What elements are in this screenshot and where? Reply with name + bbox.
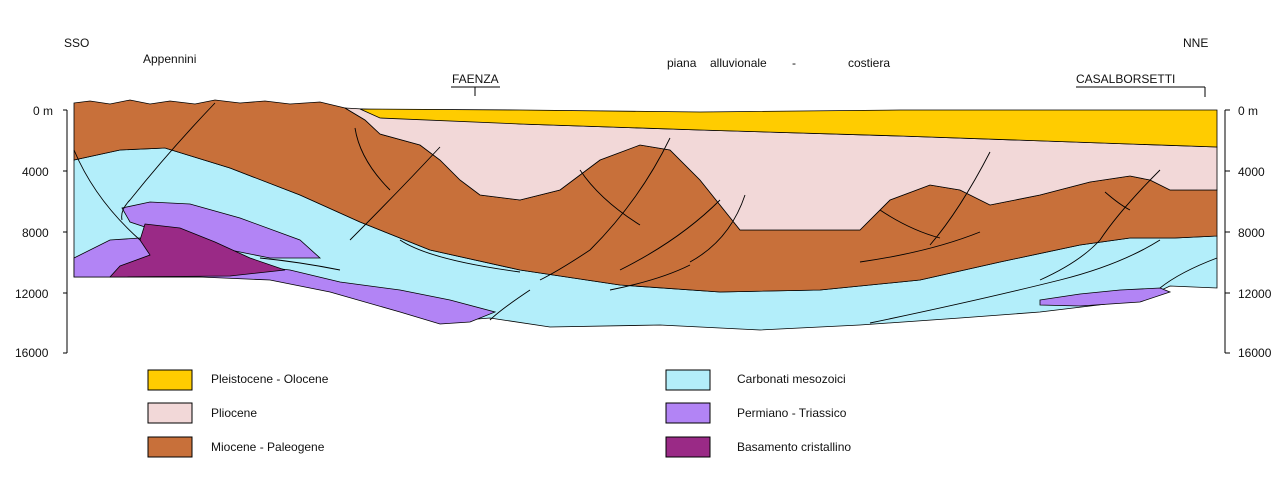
legend-label-basamento-cristallino: Basamento cristallino	[737, 440, 852, 454]
region-center-word-4: costiera	[848, 56, 891, 70]
direction-right-label: NNE	[1183, 36, 1209, 50]
depth-label-right-2: 8000	[1238, 226, 1265, 240]
town-right-label: CASALBORSETTI	[1076, 72, 1176, 86]
direction-left-label: SSO	[64, 36, 90, 50]
depth-label-right-3: 12000	[1238, 287, 1272, 301]
legend-label-pliocene: Pliocene	[211, 406, 258, 420]
legend-label-permiano-triassico: Permiano - Triassico	[737, 406, 847, 420]
legend-swatch-carbonati-mesozoici	[665, 369, 711, 391]
region-center-word-3: -	[792, 56, 796, 70]
legend-swatch-basamento-cristallino	[665, 436, 711, 458]
legend-label-pleistocene-olocene: Pleistocene - Olocene	[211, 372, 329, 386]
legend-swatch-pliocene	[147, 402, 193, 424]
depth-axis-right	[1224, 109, 1230, 354]
fault-lines	[73, 102, 1218, 324]
region-left-label: Appennini	[143, 52, 197, 66]
legend-swatches	[147, 369, 711, 458]
depth-label-left-1: 4000	[22, 165, 49, 179]
depth-label-left-0: 0 m	[33, 104, 54, 118]
depth-label-left-2: 8000	[22, 226, 49, 240]
region-center-word-2: alluvionale	[710, 56, 767, 70]
unit-permiano-triassico-3	[1039, 287, 1172, 307]
depth-label-left-3: 12000	[15, 287, 49, 301]
region-center-word-1: piana	[667, 56, 697, 70]
legend-swatch-pleistocene-olocene	[147, 369, 193, 391]
depth-label-right-4: 16000	[1238, 346, 1272, 360]
legend-swatch-miocene-paleogene	[147, 436, 193, 458]
town-left-label: FAENZA	[452, 72, 499, 86]
depth-label-left-4: 16000	[15, 346, 49, 360]
legend-label-miocene-paleogene: Miocene - Paleogene	[211, 440, 325, 454]
depth-label-right-0: 0 m	[1238, 104, 1259, 118]
legend-swatch-permiano-triassico	[665, 402, 711, 424]
legend-label-carbonati-mesozoici: Carbonati mesozoici	[737, 372, 846, 386]
unit-pleistocene-olocene	[359, 108, 1218, 148]
unit-basamento-cristallino	[109, 223, 286, 278]
depth-axis-left	[63, 109, 68, 354]
town-markers	[451, 86, 1206, 97]
depth-label-right-1: 4000	[1238, 165, 1265, 179]
